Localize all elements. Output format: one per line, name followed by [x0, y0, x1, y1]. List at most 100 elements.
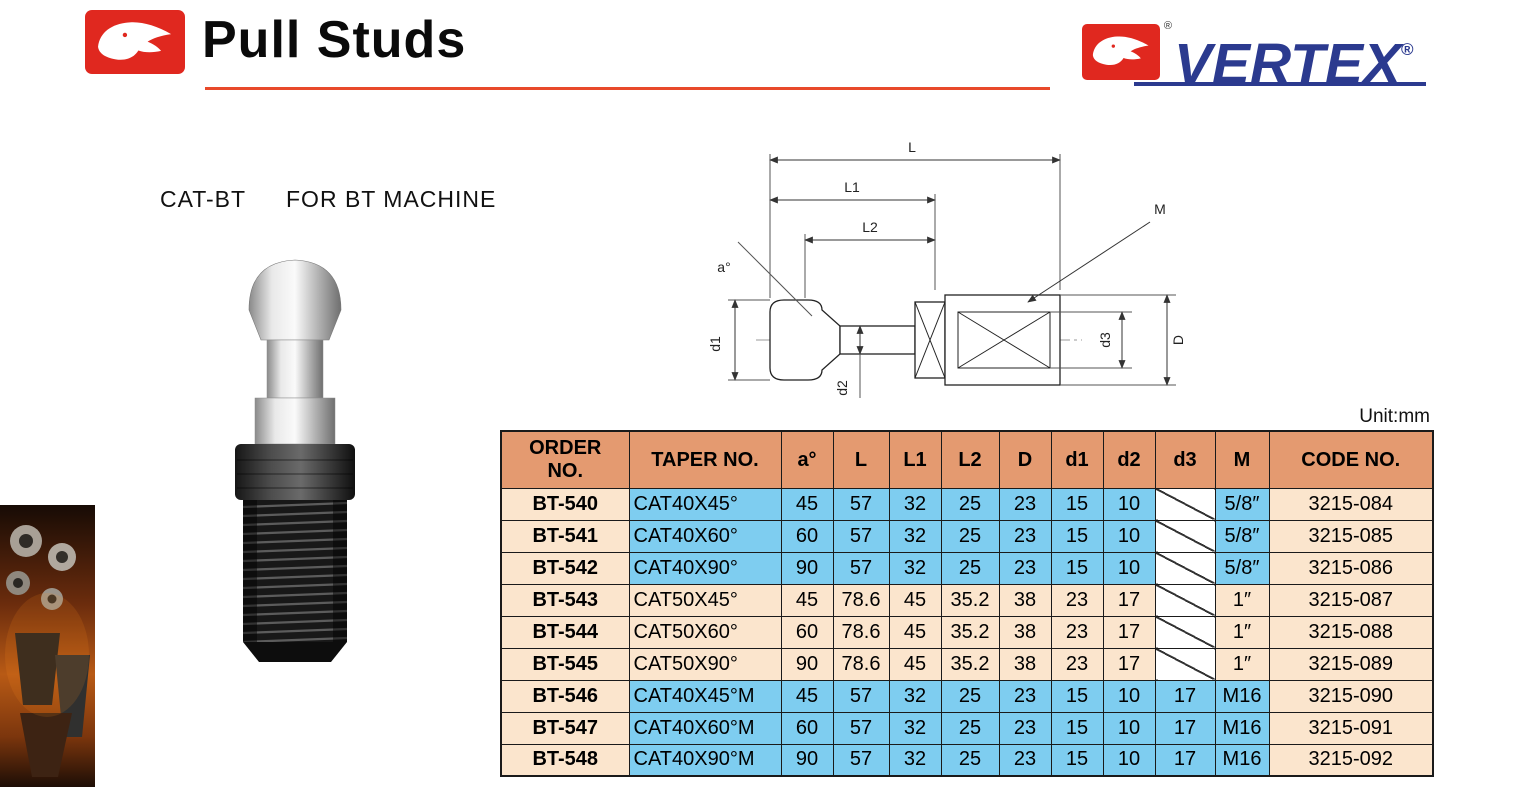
cell-M: 1″	[1214, 647, 1270, 681]
cell-order-no: BT-542	[500, 551, 630, 585]
cell-order-no: BT-547	[500, 711, 630, 745]
dim-label-d1: d1	[707, 336, 723, 352]
cell-d2: 17	[1102, 615, 1156, 649]
cell-d3: 17	[1154, 679, 1216, 713]
cell-d2: 10	[1102, 711, 1156, 745]
cell-L: 78.6	[832, 583, 890, 617]
cell-M: M16	[1214, 711, 1270, 745]
cell-L1: 32	[888, 679, 942, 713]
cell-order-no: BT-541	[500, 519, 630, 553]
page-title: Pull Studs	[202, 11, 467, 69]
product-photo-strip	[0, 505, 95, 792]
cell-code-no: 3215-087	[1268, 583, 1434, 617]
cell-code-no: 3215-090	[1268, 679, 1434, 713]
cell-taper-no: CAT50X60°	[628, 615, 782, 649]
cell-d3	[1154, 519, 1216, 553]
series-label: CAT-BT	[160, 186, 247, 212]
dim-label-M: M	[1154, 201, 1166, 217]
eagle-icon	[93, 14, 177, 71]
cell-L2: 35.2	[940, 583, 1000, 617]
brand-logo: ® VERTEX®	[1082, 20, 1414, 94]
cell-a: 45	[780, 583, 834, 617]
cell-a: 90	[780, 647, 834, 681]
cell-M: 5/8″	[1214, 519, 1270, 553]
cell-D: 38	[998, 615, 1052, 649]
cell-d3	[1154, 615, 1216, 649]
cell-a: 60	[780, 711, 834, 745]
dim-label-L: L	[908, 139, 916, 155]
company-logo	[85, 10, 185, 74]
cell-d1: 15	[1050, 519, 1104, 553]
cell-L1: 45	[888, 615, 942, 649]
cell-a: 90	[780, 551, 834, 585]
product-photo-pull-stud	[205, 248, 385, 673]
cell-a: 60	[780, 519, 834, 553]
dim-label-D: D	[1170, 335, 1186, 345]
cell-L: 57	[832, 487, 890, 521]
cell-d1: 15	[1050, 487, 1104, 521]
cell-L: 78.6	[832, 647, 890, 681]
cell-d2: 10	[1102, 551, 1156, 585]
cell-L: 57	[832, 743, 890, 777]
unit-label: Unit:mm	[1359, 406, 1430, 427]
cell-L2: 35.2	[940, 647, 1000, 681]
cell-D: 23	[998, 743, 1052, 777]
col-header-order-no: ORDER NO.	[500, 430, 630, 489]
cell-L1: 32	[888, 487, 942, 521]
cell-a: 45	[780, 679, 834, 713]
cell-order-no: BT-545	[500, 647, 630, 681]
cell-d2: 10	[1102, 519, 1156, 553]
brand-underline	[1134, 82, 1426, 86]
cell-d1: 15	[1050, 743, 1104, 777]
col-header-taper-no: TAPER NO.	[628, 430, 782, 489]
cell-d1: 15	[1050, 711, 1104, 745]
cell-L1: 45	[888, 647, 942, 681]
dim-label-d3: d3	[1097, 332, 1113, 348]
col-header-d1: d1	[1050, 430, 1104, 489]
pull-studs-spec-table: ORDER NO. TAPER NO. a° L L1 L2 D d1 d2 d…	[500, 430, 1434, 777]
cell-L: 57	[832, 679, 890, 713]
col-header-code-no: CODE NO.	[1268, 430, 1434, 489]
cell-taper-no: CAT40X90°M	[628, 743, 782, 777]
cell-d3: 17	[1154, 711, 1216, 745]
cell-M: M16	[1214, 679, 1270, 713]
machine-label: FOR BT MACHINE	[286, 186, 497, 212]
cell-d2: 17	[1102, 647, 1156, 681]
brand-logo-box: ®	[1082, 20, 1172, 80]
cell-L2: 25	[940, 679, 1000, 713]
cell-code-no: 3215-092	[1268, 743, 1434, 777]
technical-diagram: L L1 L2 a° d1 d2 d3 D M	[680, 130, 1200, 435]
registered-mark: ®	[1401, 40, 1414, 59]
cell-D: 23	[998, 519, 1052, 553]
cell-M: 5/8″	[1214, 487, 1270, 521]
dim-label-d2: d2	[834, 380, 850, 396]
col-header-L2: L2	[940, 430, 1000, 489]
cell-taper-no: CAT40X60°M	[628, 711, 782, 745]
table-header-row: ORDER NO. TAPER NO. a° L L1 L2 D d1 d2 d…	[500, 430, 1434, 489]
cell-code-no: 3215-091	[1268, 711, 1434, 745]
cell-a: 60	[780, 615, 834, 649]
cell-code-no: 3215-088	[1268, 615, 1434, 649]
col-header-M: M	[1214, 430, 1270, 489]
cell-taper-no: CAT40X45°M	[628, 679, 782, 713]
col-header-d3: d3	[1154, 430, 1216, 489]
cell-L: 57	[832, 711, 890, 745]
cell-d3	[1154, 583, 1216, 617]
cell-L: 57	[832, 519, 890, 553]
cell-L2: 25	[940, 711, 1000, 745]
cell-d1: 15	[1050, 551, 1104, 585]
cell-order-no: BT-546	[500, 679, 630, 713]
cell-d1: 23	[1050, 647, 1104, 681]
cell-D: 23	[998, 679, 1052, 713]
cell-L2: 25	[940, 487, 1000, 521]
cell-D: 23	[998, 551, 1052, 585]
cell-taper-no: CAT50X45°	[628, 583, 782, 617]
cell-L1: 32	[888, 551, 942, 585]
